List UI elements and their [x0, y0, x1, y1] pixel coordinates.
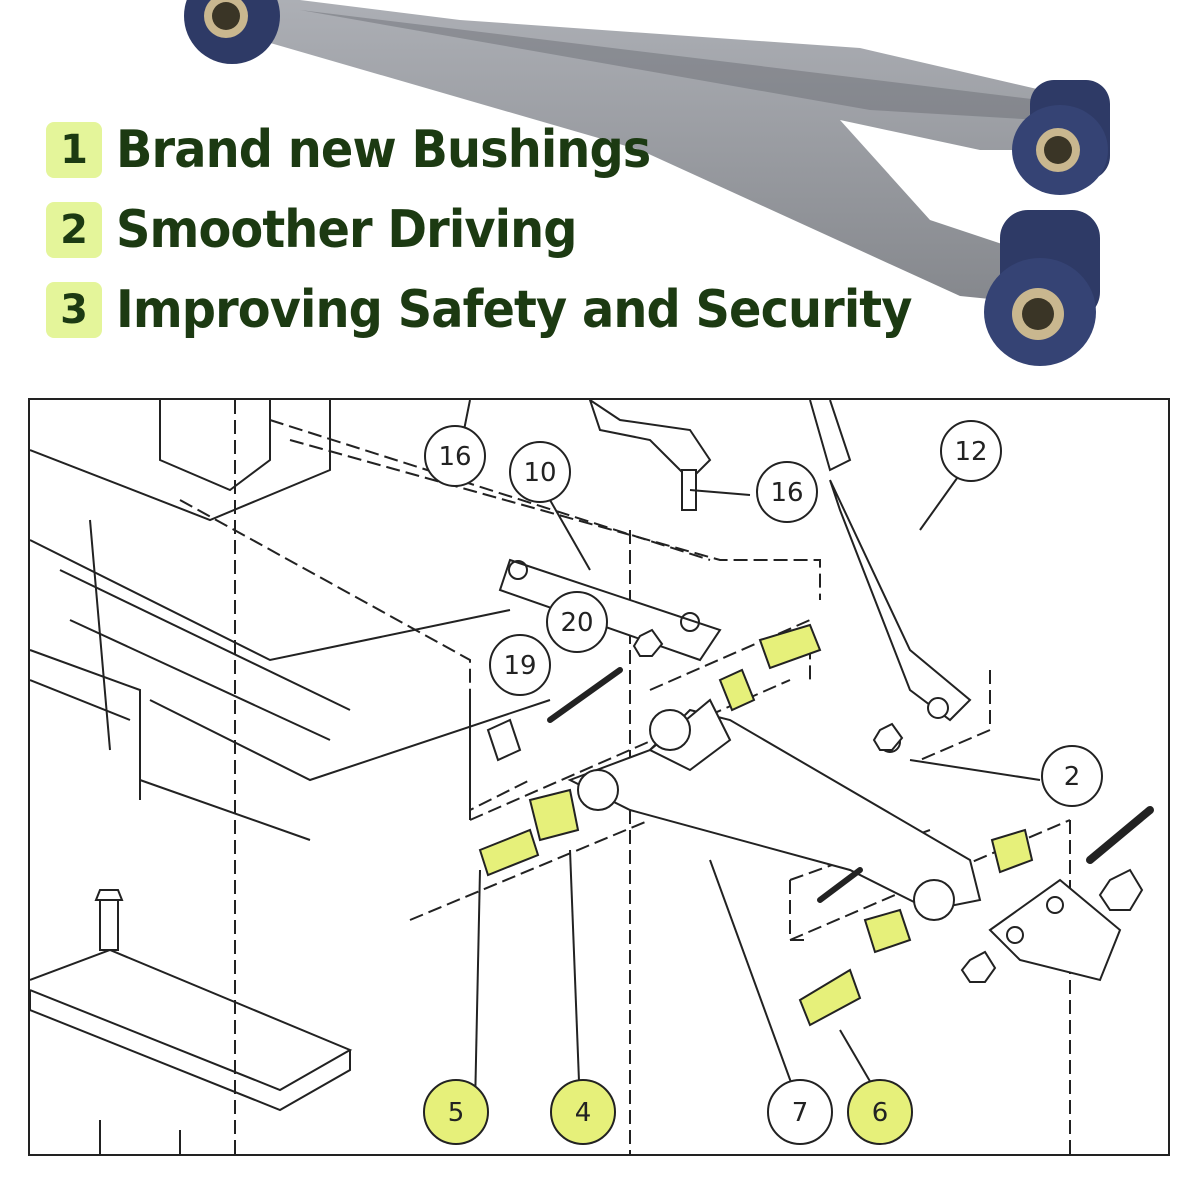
feature-number-badge: 3: [46, 282, 102, 338]
svg-text:4: 4: [575, 1098, 592, 1128]
callout-2: 2: [1041, 745, 1103, 807]
feature-item-1: 1 Brand new Bushings: [46, 120, 697, 180]
callout-19: 19: [489, 634, 551, 696]
exploded-parts-diagram: 16 10 16 12 20 19: [28, 398, 1170, 1156]
svg-text:7: 7: [792, 1098, 809, 1128]
feature-item-2: 2 Smoother Driving: [46, 200, 617, 260]
callout-6-highlighted: 6: [847, 1079, 913, 1145]
svg-text:10: 10: [523, 458, 556, 488]
svg-text:16: 16: [770, 478, 803, 508]
callout-10: 10: [509, 441, 571, 503]
callout-16: 16: [424, 425, 486, 487]
feature-text: Improving Safety and Security: [116, 280, 912, 340]
feature-item-3: 3 Improving Safety and Security: [46, 280, 981, 340]
svg-text:20: 20: [560, 608, 593, 638]
callout-7: 7: [767, 1079, 833, 1145]
feature-text: Smoother Driving: [116, 200, 577, 260]
hero-banner: 1 Brand new Bushings 2 Smoother Driving …: [0, 0, 1200, 380]
svg-text:12: 12: [954, 437, 987, 467]
svg-text:2: 2: [1064, 762, 1081, 792]
diagram-drawing: 16 10 16 12 20 19: [30, 400, 1154, 1154]
callout-16: 16: [756, 461, 818, 523]
svg-text:6: 6: [872, 1098, 889, 1128]
control-arm-photo: [184, 0, 1110, 366]
callout-12: 12: [940, 420, 1002, 482]
callout-4-highlighted: 4: [550, 1079, 616, 1145]
svg-text:5: 5: [448, 1098, 465, 1128]
svg-text:19: 19: [503, 651, 536, 681]
svg-text:16: 16: [438, 442, 471, 472]
feature-number-badge: 2: [46, 202, 102, 258]
callout-5-highlighted: 5: [423, 1079, 489, 1145]
callout-20: 20: [546, 591, 608, 653]
feature-number-badge: 1: [46, 122, 102, 178]
feature-text: Brand new Bushings: [116, 120, 651, 180]
